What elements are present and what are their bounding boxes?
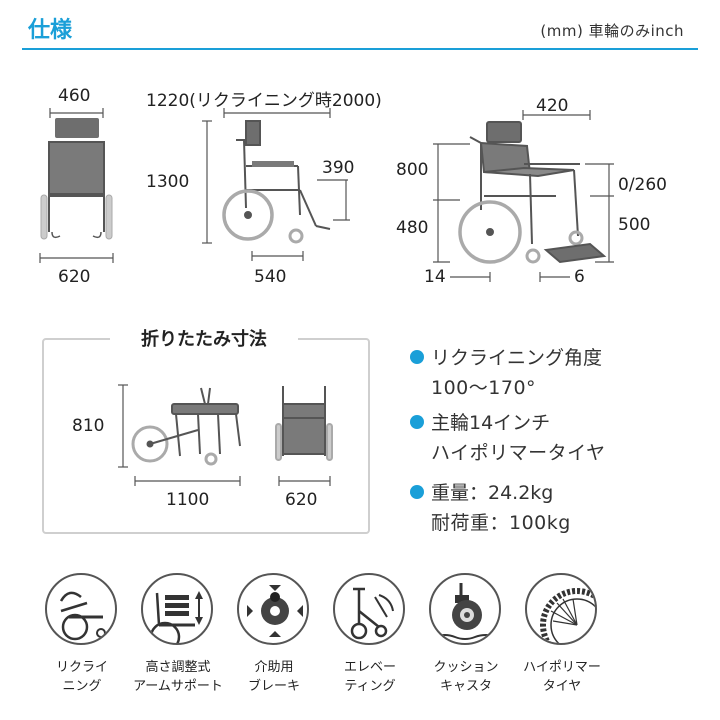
front-view-wheelchair [40,118,113,240]
feature-reclining: リクライ ニング [36,573,128,694]
feature-label-1: 高さ調整式 [145,660,211,675]
feature-label-2: ブレーキ [247,679,300,694]
spec-line-1: 主輪14インチ [431,412,551,434]
feature-label-2: ティング [344,679,396,694]
high-polymer-tire-icon [525,573,597,645]
dim-angled-armrest: 0/260 [618,175,667,195]
feature-elevating: エレベー ティング [324,573,416,694]
header-divider [22,48,698,50]
dim-caster: 6 [574,267,585,287]
dim-fold-height: 810 [72,416,105,436]
page-title: 仕様 [28,18,73,43]
dim-side-footrest: 390 [322,158,355,178]
angled-view-wheelchair [458,121,607,264]
dim-side-base: 540 [254,267,287,287]
caregiver-brake-icon [237,573,309,645]
feature-label-2: タイヤ [542,679,582,694]
folding-title: 折りたたみ寸法 [110,324,298,350]
folded-front-wheelchair [275,386,333,461]
dim-front-width-top: 460 [58,86,91,106]
dim-side-length: 1220(リクライニング時2000) [146,91,382,111]
dim-angled-height-seat: 480 [396,218,429,238]
feature-label-1: ハイポリマー [523,660,601,675]
feature-label-1: エレベー [343,660,396,675]
feature-label-2: ニング [62,679,102,694]
feature-brake: 介助用 ブレーキ [228,573,320,694]
bullet-dot-icon [410,415,424,429]
folded-side-wheelchair [131,387,241,466]
dim-side-height: 1300 [146,172,190,192]
feature-label-2: キャスタ [439,679,492,694]
feature-armrest: 高さ調整式 アームサポート [132,573,224,694]
spec-line-1: 重量：24.2kg [431,482,554,504]
dim-angled-seat-floor: 500 [618,215,651,235]
bullet-dot-icon [410,485,424,499]
dim-fold-width: 620 [285,490,318,510]
dim-main-wheel: 14 [424,267,446,287]
dim-front-width-bottom: 620 [58,267,91,287]
spec-line-2: 耐荷重：100kg [431,512,571,534]
cushion-caster-icon [429,573,501,645]
elevating-legrest-icon [333,573,405,645]
feature-caster: クッション キャスタ [420,573,512,694]
unit-note: (mm) 車輪のみinch [540,22,684,40]
side-view-wheelchair [222,120,331,244]
dim-angled-height-top: 800 [396,160,429,180]
dim-angled-depth: 420 [536,96,569,116]
feature-label-1: 介助用 [254,660,294,675]
bullet-dot-icon [410,350,424,364]
spec-line-2: 100〜170° [431,377,537,399]
spec-line-2: ハイポリマータイヤ [431,442,606,464]
spec-line-1: リクライニング角度 [431,347,603,369]
dim-fold-length: 1100 [166,490,210,510]
feature-label-1: リクライ [55,660,108,675]
reclining-icon [45,573,117,645]
height-adjust-armrest-icon [141,573,213,645]
feature-label-2: アームサポート [133,679,223,694]
feature-tire: ハイポリマー タイヤ [516,573,608,694]
feature-label-1: クッション [433,660,499,675]
